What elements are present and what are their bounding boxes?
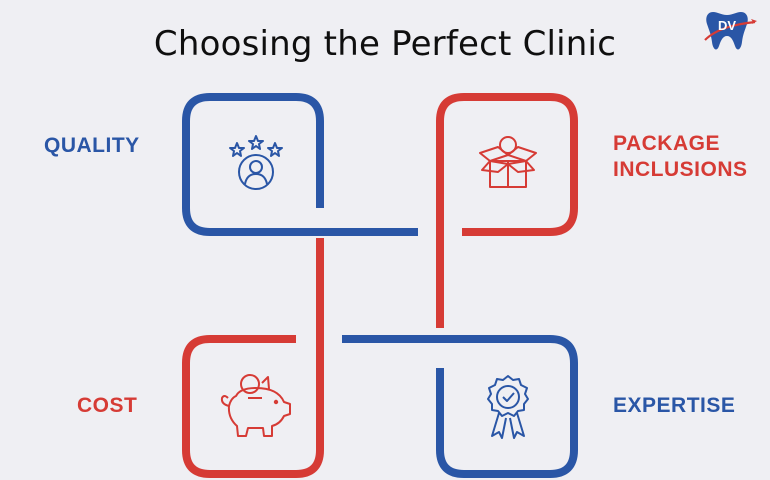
label-expertise-line: EXPERTISE	[613, 394, 736, 417]
label-cost-line: COST	[77, 394, 138, 417]
label-quality: QUALITY	[44, 133, 140, 159]
quality-frame	[182, 93, 418, 236]
page-title: Choosing the Perfect Clinic	[153, 24, 617, 64]
label-package-inclusions: PACKAGE INCLUSIONS	[613, 131, 748, 183]
package-frame	[436, 93, 578, 328]
label-cost: COST	[77, 393, 137, 419]
open-box-icon	[479, 136, 537, 188]
label-quality-line: QUALITY	[44, 134, 140, 157]
plane-logo-icon	[751, 19, 757, 24]
swoosh-logo-icon	[704, 20, 756, 41]
piggy-bank-icon	[220, 374, 291, 437]
cost-frame	[182, 238, 324, 478]
label-package-line-1: PACKAGE	[613, 132, 720, 155]
tooth-logo-icon	[706, 12, 748, 50]
stars-user-icon	[229, 135, 283, 190]
expertise-frame	[342, 335, 578, 478]
award-badge-icon	[487, 375, 529, 439]
logo: DV	[704, 12, 757, 50]
logo-text: DV	[718, 18, 736, 33]
label-package-line-2: INCLUSIONS	[613, 158, 748, 181]
label-expertise: EXPERTISE	[613, 393, 735, 419]
